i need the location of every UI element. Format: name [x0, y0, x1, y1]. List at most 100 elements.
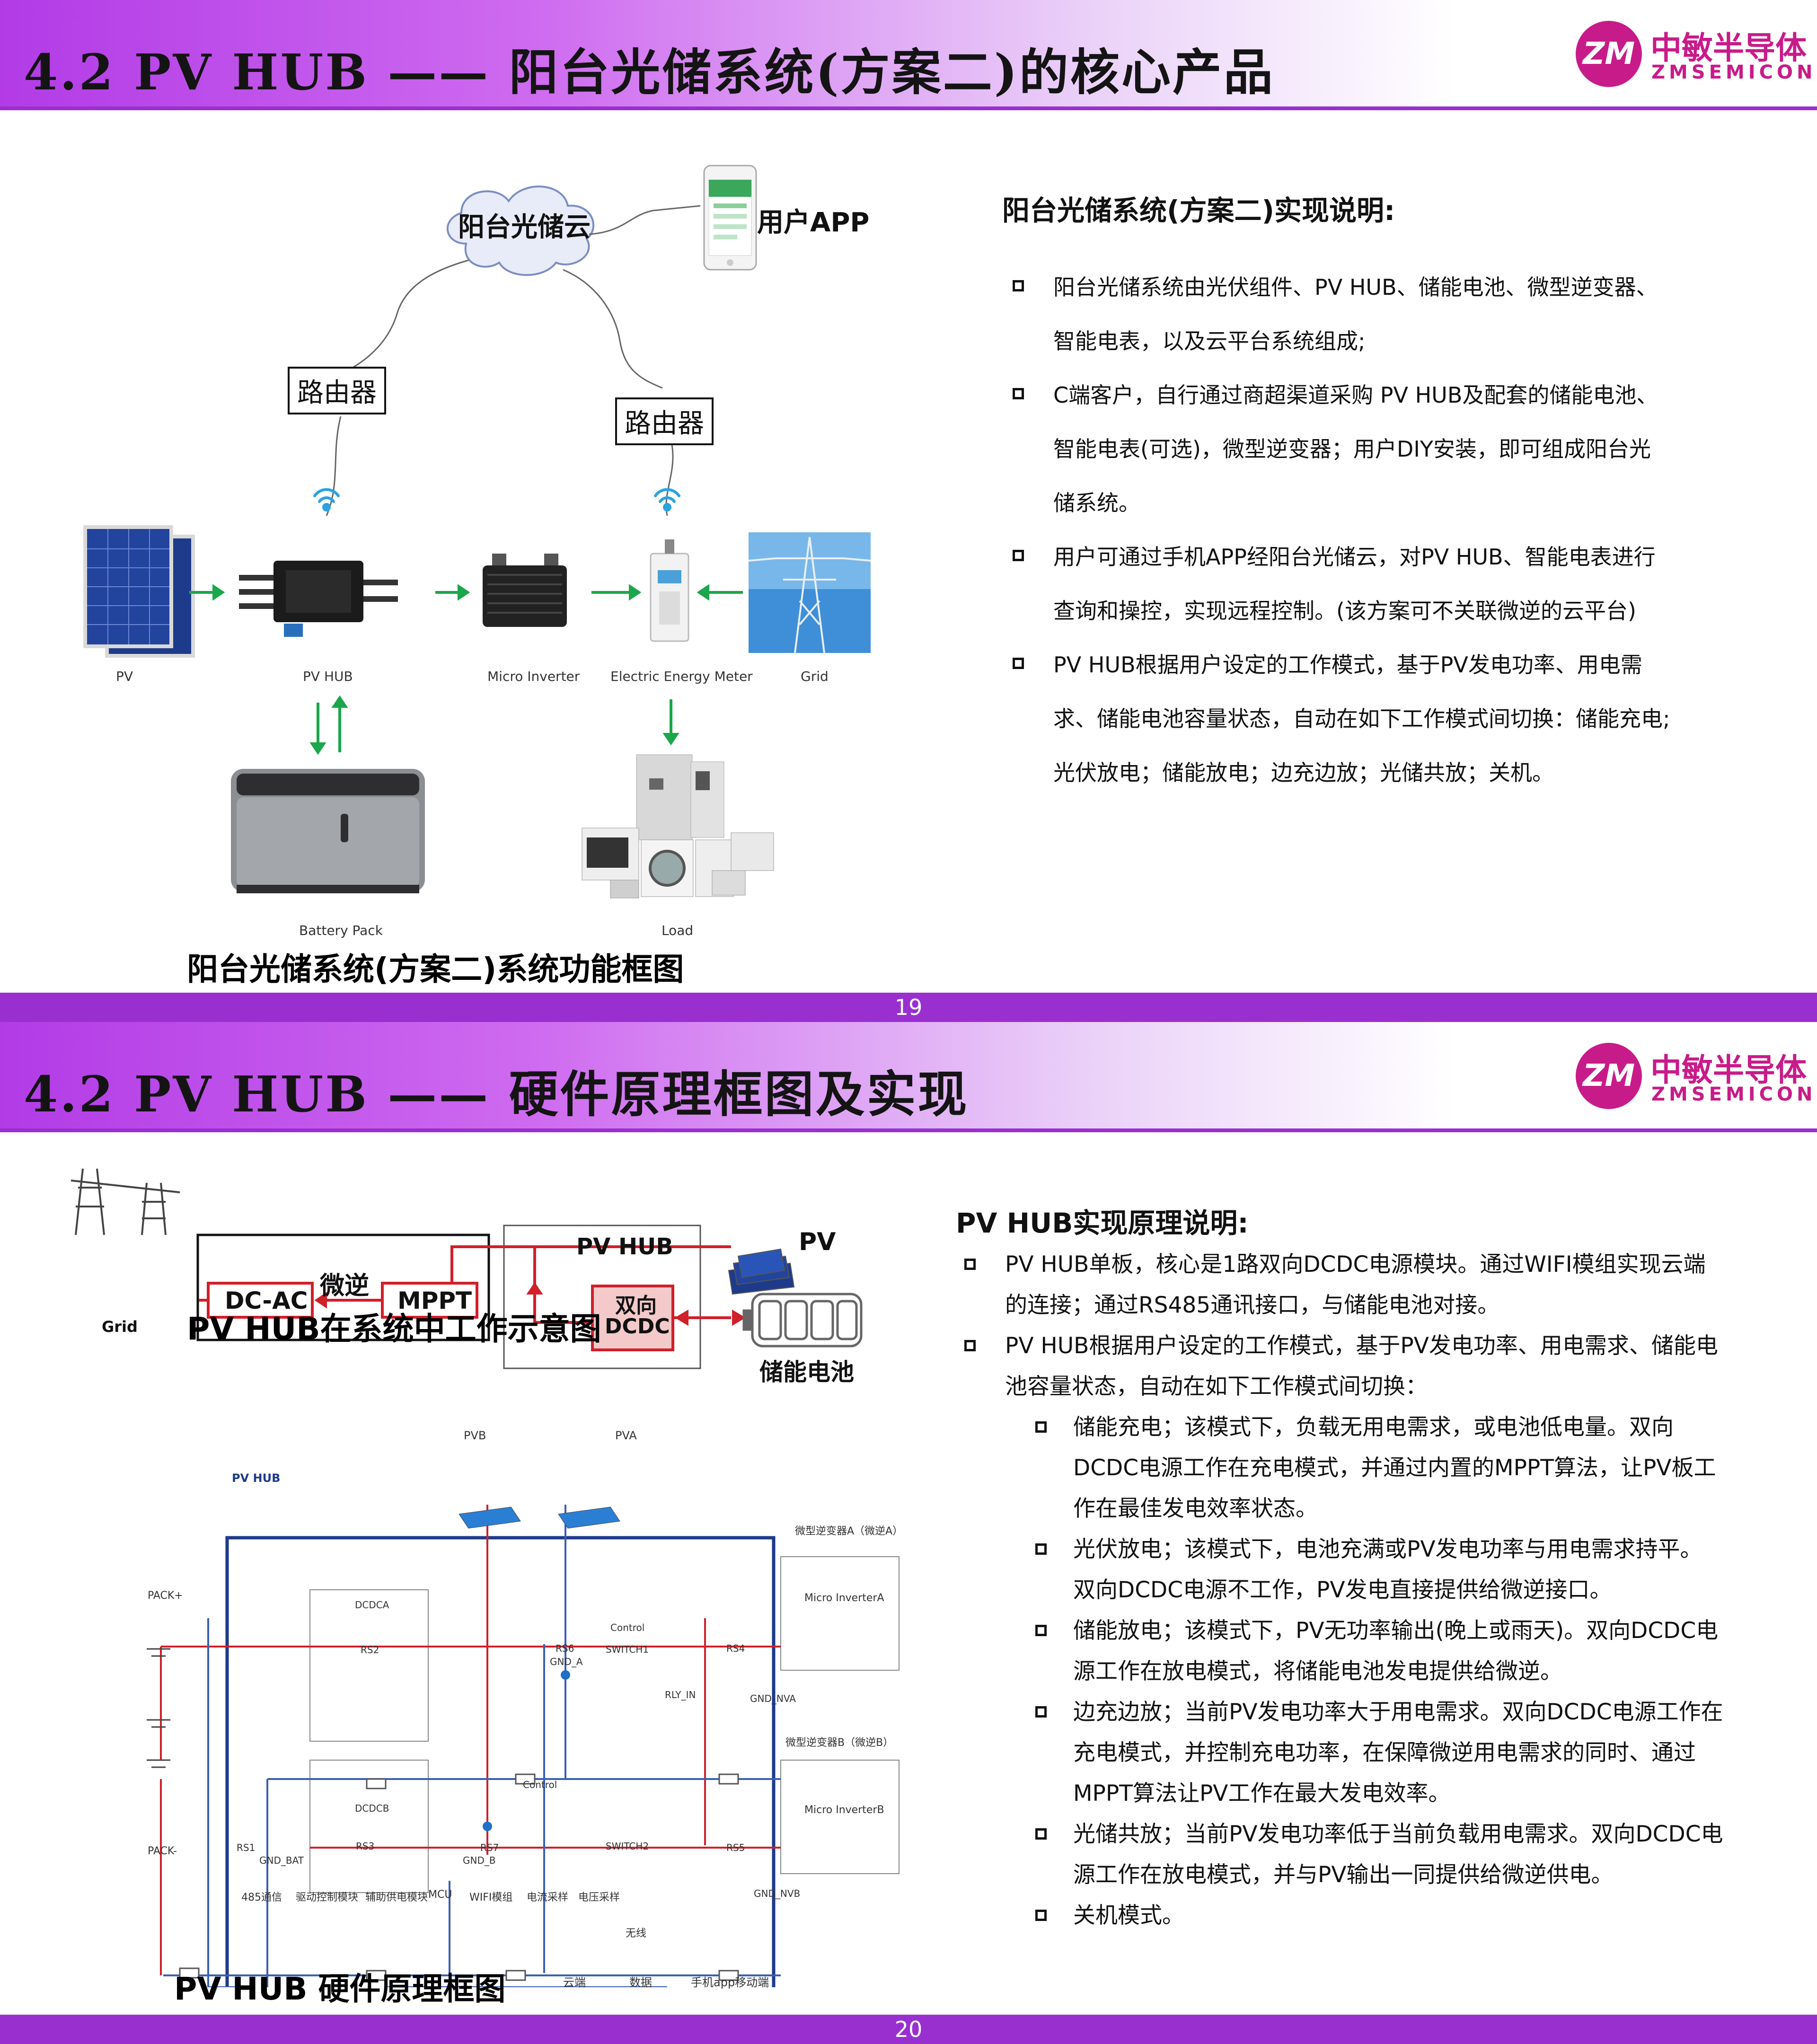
rly-label: RLY_IN: [665, 1689, 696, 1700]
control2-label: Control: [523, 1779, 557, 1790]
explanation-heading: 阳台光储系统(方案二)实现说明:: [1002, 194, 1395, 227]
list-item: C端客户，自行通过商超渠道采购 PV HUB及配套的储能电池、 智能电表(可选)…: [1013, 368, 1779, 530]
label-battery: Battery Pack: [299, 923, 383, 938]
label-pv: PV: [116, 669, 133, 684]
gnd-b-label: GND_B: [463, 1855, 496, 1866]
checkbox-bullet-icon: [1013, 550, 1024, 561]
cloud-icon: [446, 185, 595, 276]
rs7-label: RS7: [480, 1842, 499, 1853]
dcdc-label-2: DCDC: [605, 1314, 670, 1339]
checkbox-bullet-icon: [1035, 1910, 1047, 1921]
brand-name-en: ZMSEMICON: [1651, 62, 1817, 83]
page-number: 20: [894, 2017, 923, 2042]
module-voltage: 电压采样: [578, 1892, 620, 1903]
inv-b-title: 微型逆变器B（微逆B）: [785, 1737, 894, 1749]
list-item: PV HUB根据用户设定的工作模式，基于PV发电功率、用电需求、储能电 池容量状…: [964, 1326, 1797, 1407]
explanation-list: PV HUB单板，核心是1路双向DCDC电源模块。通过WIFI模组实现云端 的连…: [964, 1244, 1797, 1936]
diagram-caption: 阳台光储系统(方案二)系统功能框图: [187, 951, 684, 987]
banner-divider: [0, 1128, 1817, 1132]
gnd-nva-label: GND_NVA: [750, 1693, 796, 1704]
pva-label: PVA: [615, 1429, 637, 1442]
rs4-label: RS4: [726, 1643, 745, 1654]
dcac-label: DC-AC: [225, 1287, 308, 1314]
wifi-icon: [313, 488, 680, 511]
label-meter: Electric Energy Meter: [610, 669, 753, 684]
checkbox-bullet-icon: [1035, 1706, 1047, 1718]
brand-name-cn: 中敏半导体: [1650, 1052, 1807, 1088]
list-item: 边充边放；当前PV发电功率大于用电需求。双向DCDC电源工作在 充电模式，并控制…: [964, 1692, 1797, 1814]
solar-panel-icon: [728, 1248, 795, 1295]
label-grid: Grid: [801, 669, 829, 684]
gnd-bat-label: GND_BAT: [259, 1855, 304, 1866]
module-current: 电流采样: [527, 1892, 569, 1903]
dcdca-label: DCDCA: [355, 1599, 389, 1611]
title-banner: [0, 0, 1817, 106]
inverter-box: [196, 1233, 490, 1341]
pack-minus-label: PACK-: [148, 1845, 177, 1857]
system-function-diagram: [83, 165, 871, 899]
page-number: 19: [894, 995, 923, 1020]
hub-label: PV HUB: [576, 1233, 673, 1260]
checkbox-bullet-icon: [1013, 280, 1024, 291]
module-485: 485通信: [241, 1892, 282, 1903]
router-left: 路由器: [288, 367, 386, 414]
battery-label: 储能电池: [759, 1358, 854, 1386]
checkbox-bullet-icon: [964, 1259, 976, 1270]
explanation-list: 阳台光储系统由光伏组件、PV HUB、储能电池、微型逆变器、 智能电表，以及云平…: [1013, 260, 1779, 800]
checkbox-bullet-icon: [1035, 1828, 1047, 1840]
grid-label: Grid: [102, 1318, 138, 1336]
slide-20: 4.2 PV HUB —— 硬件原理框图及实现 ZM 中敏半导体 ZMSEMIC…: [0, 1022, 1817, 2044]
rs2-label: RS2: [361, 1644, 379, 1656]
list-item: 储能放电；该模式下，PV无功率输出(晚上或雨天)。双向DCDC电 源工作在放电模…: [964, 1611, 1797, 1692]
router-right: 路由器: [615, 397, 714, 445]
checkbox-bullet-icon: [1035, 1625, 1047, 1636]
brand-logo: ZM 中敏半导体 ZMSEMICON: [1576, 18, 1812, 94]
inv-a-title: 微型逆变器A（微逆A）: [795, 1525, 903, 1537]
phone-icon: [703, 165, 757, 271]
system-diagram-caption: PV HUB在系统中工作示意图: [187, 1311, 601, 1347]
inv-b-label: Micro InverterB: [804, 1804, 884, 1816]
slide-19: 4.2 PV HUB —— 阳台光储系统(方案二)的核心产品 ZM 中敏半导体 …: [0, 0, 1817, 1022]
solar-panel-icon: [83, 525, 195, 658]
module-aux-power: 辅助供电模块: [365, 1892, 428, 1903]
pv-hub-device: [239, 561, 398, 637]
wireless-label: 无线: [626, 1928, 647, 1939]
checkbox-bullet-icon: [1013, 388, 1024, 399]
logo-mark-icon: ZM: [1576, 1043, 1642, 1109]
list-item: 阳台光储系统由光伏组件、PV HUB、储能电池、微型逆变器、 智能电表，以及云平…: [1013, 260, 1779, 368]
appliances-icon: [582, 754, 774, 899]
footer-bar: 19: [0, 993, 1817, 1022]
battery-icon: [231, 769, 425, 893]
micro-inverter-label: 微逆: [320, 1272, 370, 1300]
mppt-label: MPPT: [397, 1287, 472, 1314]
list-item: PV HUB根据用户设定的工作模式，基于PV发电功率、用电需 求、储能电池容量状…: [1013, 638, 1779, 800]
list-item: 光伏放电；该模式下，电池充满或PV发电功率与用电需求持平。 双向DCDC电源不工…: [964, 1529, 1797, 1611]
control1-label: Control: [610, 1622, 645, 1633]
module-driver: 驱动控制模块: [296, 1892, 359, 1903]
explanation-heading: PV HUB实现原理说明:: [956, 1207, 1249, 1239]
inv-a-label: Micro InverterA: [804, 1592, 884, 1604]
switch1-label: SWITCH1: [606, 1644, 649, 1655]
list-item: 光储共放；当前PV发电功率低于当前负载用电需求。双向DCDC电 源工作在放电模式…: [964, 1814, 1797, 1895]
grid-tower-icon: [748, 532, 871, 653]
schematic-hub-label: PV HUB: [232, 1471, 281, 1485]
app-label: 用户APP: [757, 207, 870, 238]
grid-tower-icon: [71, 1168, 180, 1235]
list-item: 储能充电；该模式下，负载无用电需求，或电池低电量。双向 DCDC电源工作在充电模…: [964, 1407, 1797, 1529]
brand-logo: ZM 中敏半导体 ZMSEMICON: [1576, 1040, 1812, 1116]
hardware-schematic: [147, 1505, 900, 1987]
list-item: 用户可通过手机APP经阳台光储云，对PV HUB、智能电表进行 查询和操控，实现…: [1013, 530, 1779, 638]
logo-mark-icon: ZM: [1576, 21, 1642, 87]
checkbox-bullet-icon: [1035, 1421, 1047, 1433]
list-item: PV HUB单板，核心是1路双向DCDC电源模块。通过WIFI模组实现云端 的连…: [964, 1244, 1797, 1326]
schematic-caption: PV HUB 硬件原理框图: [174, 1971, 506, 2007]
checkbox-bullet-icon: [1013, 658, 1024, 669]
label-pv-hub: PV HUB: [303, 669, 353, 684]
rs6-label: RS6: [556, 1643, 574, 1654]
solar-panel-icon: [459, 1507, 620, 1529]
rs5-label: RS5: [726, 1842, 745, 1853]
cloud-label: 阳台光储云: [458, 212, 591, 243]
hub-box: [503, 1225, 701, 1369]
footer-bar: 20: [0, 2015, 1817, 2044]
electric-meter-device: [650, 539, 689, 642]
